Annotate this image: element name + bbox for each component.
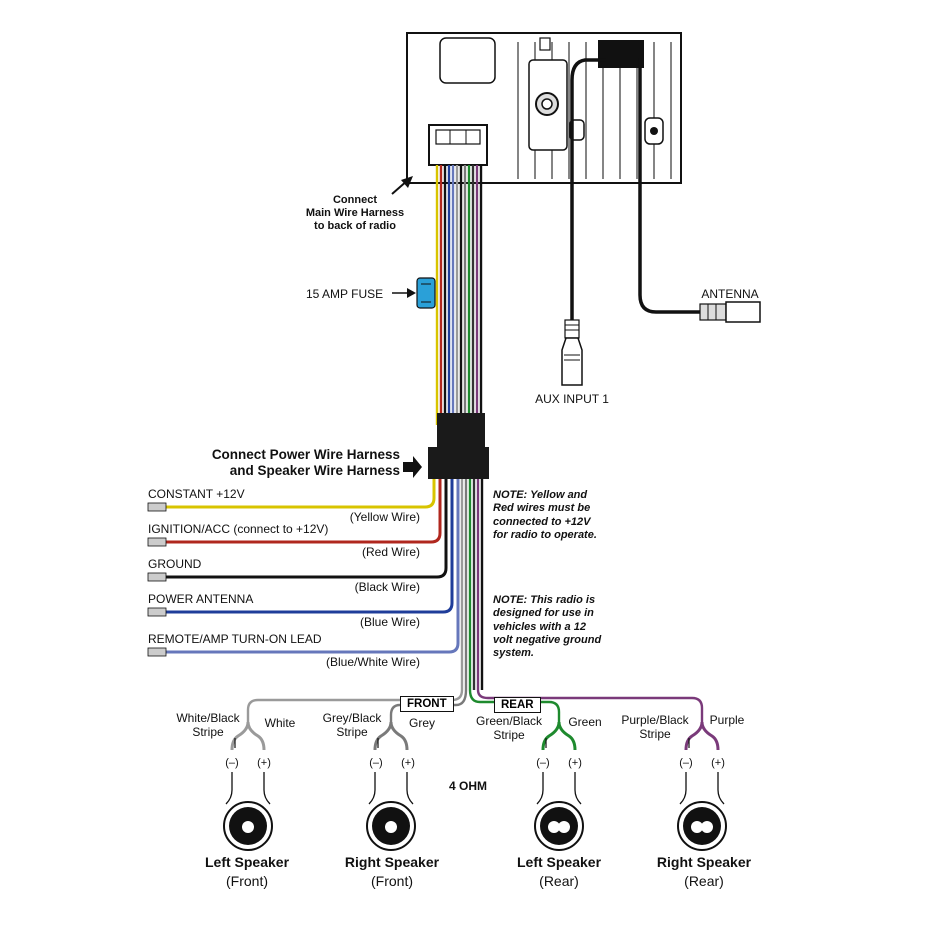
front-group-label: FRONT	[400, 696, 454, 712]
speaker1-pos-wire-label: White	[264, 716, 296, 730]
wire-name-ignition: IGNITION/ACC (connect to +12V)	[148, 522, 329, 536]
connect-arrow-icon-2	[403, 456, 422, 478]
speaker2-position: (Front)	[371, 873, 413, 889]
wire-color-black: (Black Wire)	[354, 580, 420, 594]
speaker-feeds	[246, 689, 704, 722]
speaker2-neg-terminal: (–)	[369, 757, 383, 769]
speaker1-neg-terminal: (–)	[225, 757, 239, 769]
connect-power-harness-label: Connect Power Wire Harness and Speaker W…	[211, 447, 400, 478]
antenna-label: ANTENNA	[701, 287, 759, 301]
speaker3-neg-terminal: (–)	[536, 757, 550, 769]
wire-name-ground: GROUND	[148, 557, 202, 571]
wire-name-power-antenna: POWER ANTENNA	[148, 592, 254, 606]
speaker2-name: Right Speaker	[344, 854, 440, 870]
power-wires	[152, 479, 460, 654]
speaker-1-graphic	[223, 721, 273, 851]
fuse-icon	[392, 277, 436, 309]
aux-cable	[561, 58, 606, 386]
speaker2-pos-wire-label: Grey	[408, 716, 436, 730]
speaker4-pos-terminal: (+)	[711, 757, 725, 769]
note-yellow-red: NOTE: Yellow and Red wires must be conne…	[493, 489, 597, 541]
aux-input-label: AUX INPUT 1	[535, 392, 609, 406]
note-negative-ground: NOTE: This radio is designed for use in …	[493, 594, 602, 660]
wire-color-blue-white: (Blue/White Wire)	[325, 655, 420, 669]
speaker4-pos-wire-label: Purple	[709, 713, 745, 727]
speaker3-position: (Rear)	[539, 873, 579, 889]
speaker3-name: Left Speaker	[516, 854, 602, 870]
speaker4-neg-terminal: (–)	[679, 757, 693, 769]
wire-color-red: (Red Wire)	[361, 545, 420, 559]
antenna-cable	[638, 58, 761, 323]
speaker1-pos-terminal: (+)	[257, 757, 271, 769]
radio-chassis	[406, 32, 682, 184]
speaker3-pos-wire-label: Green	[568, 715, 602, 729]
speaker-4-graphic	[677, 721, 727, 851]
power-speaker-connector	[403, 413, 489, 479]
wire-name-constant: CONSTANT +12V	[148, 487, 245, 501]
speaker4-name: Right Speaker	[656, 854, 752, 870]
speaker-2-graphic	[366, 721, 416, 851]
connect-main-harness-label: Connect Main Wire Harness to back of rad…	[305, 194, 405, 232]
wire-color-yellow: (Yellow Wire)	[349, 510, 420, 524]
main-harness-bundle	[435, 165, 483, 425]
wire-color-blue: (Blue Wire)	[359, 615, 420, 629]
speaker1-name: Left Speaker	[204, 854, 290, 870]
speaker4-position: (Rear)	[684, 873, 724, 889]
speaker3-pos-terminal: (+)	[568, 757, 582, 769]
speaker4-neg-wire-label: Purple/Black Stripe	[621, 713, 689, 741]
wire-name-remote: REMOTE/AMP TURN-ON LEAD	[148, 632, 322, 646]
speaker2-pos-terminal: (+)	[401, 757, 415, 769]
speaker3-neg-wire-label: Green/Black Stripe	[475, 714, 543, 742]
speaker-wire-bundle	[460, 479, 484, 690]
rear-group-label: REAR	[494, 697, 541, 713]
impedance-label: 4 OHM	[449, 779, 488, 793]
speaker2-neg-wire-label: Grey/Black Stripe	[322, 711, 382, 739]
wire-end-strips	[147, 502, 167, 657]
connect-arrow-icon	[401, 176, 413, 188]
fuse-label: 15 AMP FUSE	[306, 287, 384, 301]
speaker1-neg-wire-label: White/Black Stripe	[176, 711, 240, 739]
speaker-3-graphic	[534, 721, 584, 851]
speaker1-position: (Front)	[226, 873, 268, 889]
speakers	[223, 721, 727, 851]
